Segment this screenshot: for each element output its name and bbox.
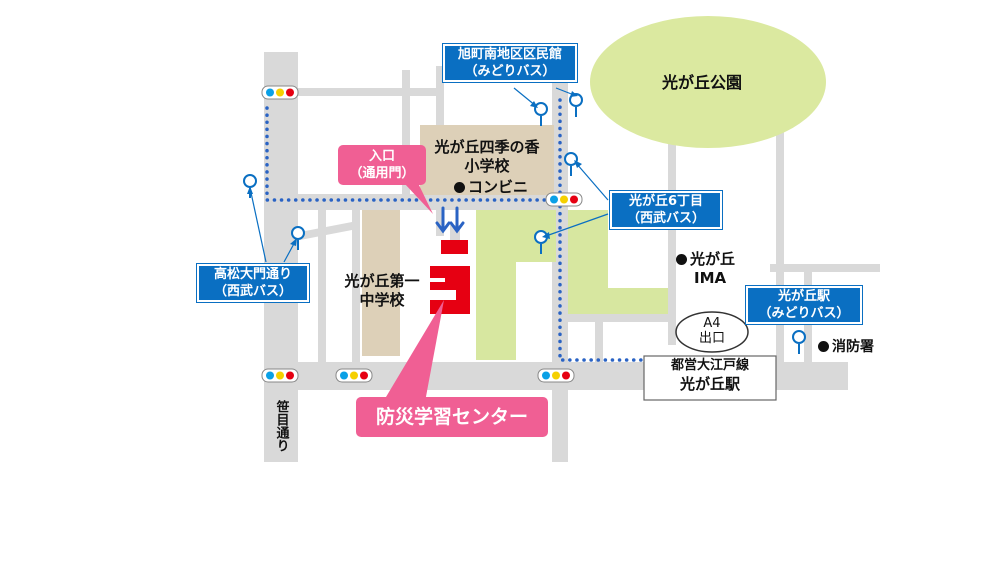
ima-label: 光が丘 IMA: [676, 250, 735, 288]
fire-station-label: 消防署: [818, 338, 874, 357]
school-grounds: [476, 210, 556, 360]
middle-school-label: 光が丘第一 中学校: [344, 272, 420, 309]
poi-dot-icon: [454, 182, 465, 193]
poi-dot-icon: [818, 341, 829, 352]
exit-label: A4 出口: [698, 316, 725, 346]
bus-label-leaders: [249, 87, 609, 263]
traffic-light: [261, 85, 299, 100]
traffic-light: [261, 368, 299, 383]
elementary-school-building: [420, 125, 554, 195]
school-grounds-east: [568, 210, 668, 314]
park-area: [590, 16, 826, 148]
bus-stop-icon: [569, 93, 583, 117]
bus-stop-takamatsu-label: 高松大門通り （西武バス）: [197, 264, 309, 302]
traffic-light: [545, 192, 583, 207]
traffic-light: [537, 368, 575, 383]
street-label: 笹目通り: [273, 400, 289, 452]
entrance-arrows: [435, 206, 465, 234]
park-label: 光が丘公園: [662, 73, 743, 92]
bus-stop-station-label: 光が丘駅 （みどりバス）: [746, 286, 862, 324]
bus-stop-hikarigaoka6-label: 光が丘6丁目 （西武バス）: [610, 191, 722, 229]
arrowheads: [247, 91, 582, 246]
exit-marker: [675, 311, 749, 353]
station-box: [643, 355, 777, 401]
bus-stop-icon: [564, 152, 578, 176]
walking-route: [265, 98, 650, 362]
elementary-school-label: 光が丘四季の香 小学校: [434, 138, 540, 175]
bus-stop-icon: [792, 330, 806, 354]
convenience-store-label: コンビニ: [454, 178, 528, 197]
poi-dot-icon: [676, 254, 687, 265]
bus-stop-icon: [534, 102, 548, 126]
sasame-dori-road: [264, 52, 298, 462]
entrance-callout-pointer: [404, 183, 433, 214]
middle-school-building: [362, 210, 400, 356]
bus-stop-icon: [291, 226, 305, 250]
traffic-light: [335, 368, 373, 383]
disaster-center-building: [430, 240, 470, 314]
center-callout-pointer: [383, 300, 444, 402]
station-label: 都営大江戸線 光が丘駅: [670, 358, 749, 393]
bus-stop-asahicho-label: 旭町南地区区民館 （みどりバス）: [443, 44, 577, 82]
disaster-center-callout: 防災学習センター: [356, 397, 548, 437]
entrance-callout: 入口 （通用門）: [338, 145, 426, 185]
